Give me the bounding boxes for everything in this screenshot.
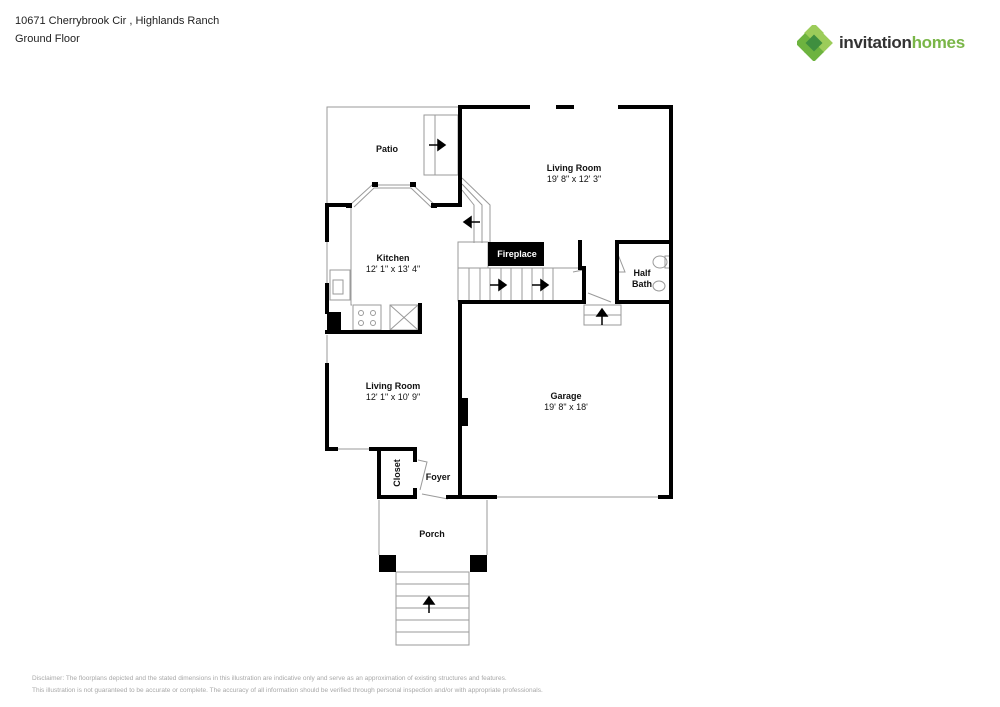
room-label-living-room-upper: Living Room bbox=[547, 163, 602, 173]
room-label-living-room-lower: Living Room bbox=[366, 381, 421, 391]
room-label-porch: Porch bbox=[419, 529, 445, 539]
arrow-up-icon bbox=[422, 595, 436, 605]
property-address: 10671 Cherrybrook Cir , Highlands Ranch bbox=[15, 15, 220, 27]
room-label-foyer: Foyer bbox=[426, 472, 451, 482]
room-label-half-bath-line1: Half bbox=[633, 268, 651, 278]
brand-name: invitationhomes bbox=[839, 33, 965, 52]
room-label-half-bath-line2: Bath bbox=[632, 279, 652, 289]
arrow-right-icon bbox=[437, 138, 447, 152]
clover-diamond-icon bbox=[797, 25, 833, 61]
fireplace-block bbox=[488, 242, 544, 266]
patio-outline bbox=[326, 106, 458, 205]
arrow-left-icon bbox=[462, 215, 472, 229]
room-label-garage: Garage bbox=[550, 391, 581, 401]
room-label-closet: Closet bbox=[392, 459, 402, 487]
disclaimer-line-2: This illustration is not guaranteed to b… bbox=[32, 687, 543, 694]
room-label-kitchen: Kitchen bbox=[376, 253, 409, 263]
arrow-up-icon bbox=[595, 307, 609, 317]
arrow-right-icon bbox=[498, 278, 508, 292]
room-label-patio: Patio bbox=[376, 144, 399, 154]
room-dims-garage: 19' 8" x 18' bbox=[544, 402, 588, 412]
room-dims-living-room-upper: 19' 8" x 12' 3" bbox=[547, 174, 601, 184]
floor-label: Ground Floor bbox=[15, 33, 80, 45]
room-label-fireplace: Fireplace bbox=[497, 249, 537, 259]
room-dims-kitchen: 12' 1" x 13' 4" bbox=[366, 264, 420, 274]
disclaimer-line-1: Disclaimer: The floorplans depicted and … bbox=[32, 675, 507, 682]
room-dims-living-room-lower: 12' 1" x 10' 9" bbox=[366, 392, 420, 402]
brand-logo: invitationhomes bbox=[797, 25, 965, 61]
arrow-right-icon bbox=[540, 278, 550, 292]
